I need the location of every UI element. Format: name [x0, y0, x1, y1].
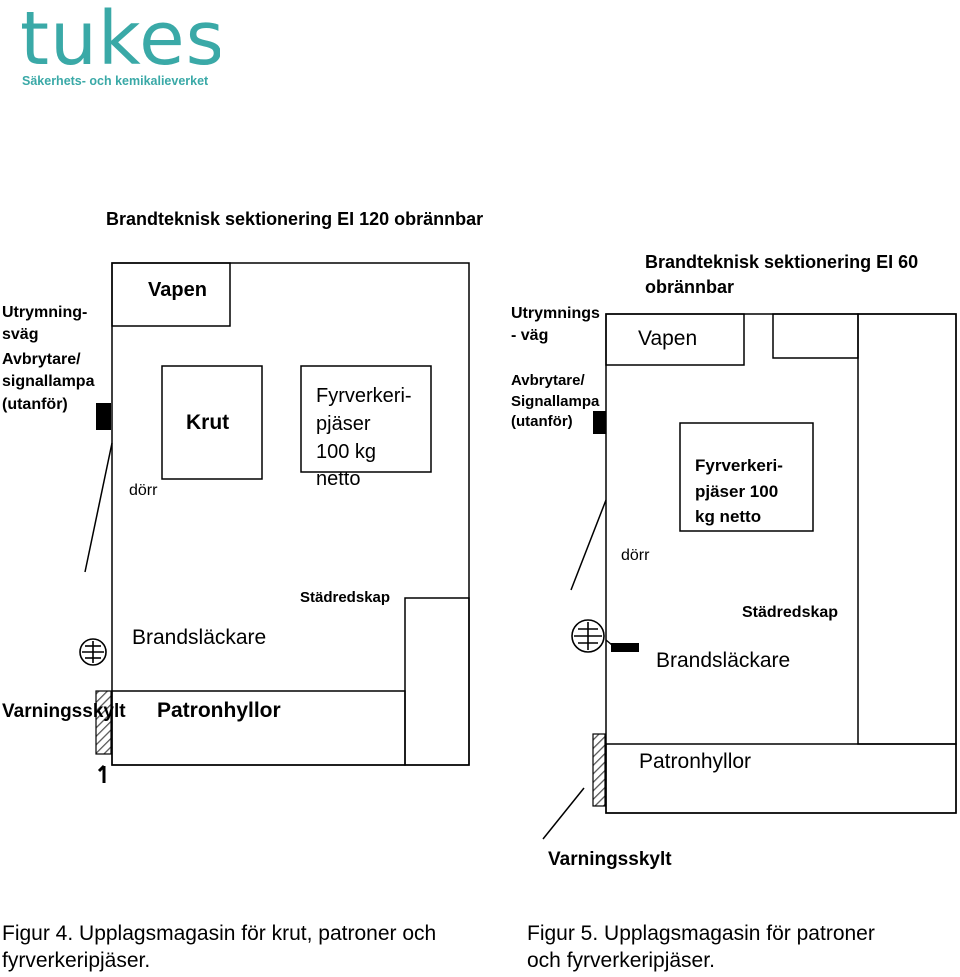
fig5-fireworks-line3: kg netto	[695, 507, 762, 526]
fig5-fireworks-line2: pjäser 100	[695, 482, 779, 501]
fig5-outer-wall	[605, 313, 957, 814]
fig5-vapen-label: Vapen	[638, 327, 698, 350]
fig4-signal-lamp	[96, 403, 111, 430]
fig5-caption-line1: Figur 5. Upplagsmagasin för patroner	[527, 922, 875, 945]
fig4-breaker-line2: signallampa	[2, 373, 95, 390]
fig4-door-leaf	[84, 442, 113, 573]
fig5-small-room	[772, 313, 859, 359]
fig4-fireworks-line4: netto	[316, 468, 361, 490]
figure4-plan	[84, 262, 470, 766]
fig5-extinguisher-icon	[571, 619, 605, 653]
fig4-krut-label: Krut	[186, 411, 230, 434]
fig5-door-label: dörr	[621, 547, 650, 564]
fig4-exit-route-line2: sväg	[2, 326, 39, 343]
fig4-caption-line1: Figur 4. Upplagsmagasin för krut, patron…	[2, 922, 437, 945]
fig5-door-leaf	[570, 499, 607, 591]
tukes-logo: tukes Säkerhets- och kemikalieverket	[20, 0, 224, 94]
fig5-vapen-room	[605, 313, 745, 366]
fig5-exit-route-line2: - väg	[511, 327, 549, 344]
fig5-extinguisher-bracket	[611, 643, 639, 652]
fig4-caption-line2: fyrverkeripjäser.	[2, 949, 151, 972]
fig5-shelves	[605, 743, 957, 814]
fig5-exit-route-line1: Utrymnings	[511, 305, 600, 322]
fig5-title-line2: obrännbar	[645, 277, 735, 297]
fig4-exit-route-line1: Utrymning-	[2, 304, 88, 321]
fig4-shelves-label: Patronhyllor	[157, 699, 281, 722]
fig4-fireworks-box	[300, 365, 432, 473]
fig5-warning-pointer	[542, 787, 585, 840]
fig5-fireworks-line1: Fyrverkeri-	[695, 456, 783, 475]
fig5-cleaning-closet-label: Städredskap	[742, 604, 839, 621]
fig5-extinguisher-pointer	[605, 639, 613, 646]
fig5-warning-sign-label: Varningsskylt	[548, 849, 672, 870]
fig4-outer-wall	[111, 262, 470, 766]
fig4-vapen-room	[111, 262, 231, 327]
logo-wordmark: tukes	[20, 2, 220, 82]
fig4-cleaning-closet	[404, 597, 470, 766]
fig4-krut-box	[161, 365, 263, 480]
fig4-cleaning-closet-label: Städredskap	[300, 589, 391, 606]
fig5-breaker-line3: (utanför)	[511, 413, 573, 430]
fig5-fireworks-box	[679, 422, 814, 532]
fig4-shelves	[111, 690, 406, 766]
fig4-warning-sign-label: Varningsskylt	[2, 701, 126, 722]
fig4-warning-sign	[95, 690, 112, 755]
fig4-fireworks-line2: pjäser	[316, 413, 371, 435]
fig4-fireworks-line3: 100 kg	[316, 441, 377, 463]
fig5-cleaning-closet	[857, 313, 957, 745]
fig5-caption-line2: och fyrverkeripjäser.	[527, 949, 715, 972]
fig4-breaker-line1: Avbrytare/	[2, 351, 81, 368]
fig4-door-label: dörr	[129, 482, 158, 499]
fig5-extinguisher-label: Brandsläckare	[656, 649, 791, 672]
fig4-fireworks-line1: Fyrverkeri-	[316, 385, 412, 407]
fig5-signal-lamp	[593, 411, 606, 434]
figure5-plan	[542, 313, 957, 840]
logo-tagline: Säkerhets- och kemikalieverket	[22, 74, 209, 88]
fig4-breaker-line3: (utanför)	[2, 396, 68, 413]
tukes-logo-mark: tukes	[20, 0, 224, 82]
fig5-breaker-line1: Avbrytare/	[511, 372, 585, 389]
fig4-title: Brandteknisk sektionering EI 120 obrännb…	[106, 209, 484, 229]
fig4-extinguisher-label: Brandsläckare	[132, 626, 267, 649]
fig4-vapen-label: Vapen	[148, 279, 207, 301]
fig4-extinguisher-icon	[79, 638, 107, 666]
fig5-shelves-label: Patronhyllor	[639, 750, 752, 773]
fig5-breaker-line2: Signallampa	[511, 393, 600, 410]
fig5-warning-sign	[592, 733, 606, 807]
fig4-warning-arrow	[97, 764, 106, 783]
fig5-title-line1: Brandteknisk sektionering EI 60	[645, 252, 919, 272]
